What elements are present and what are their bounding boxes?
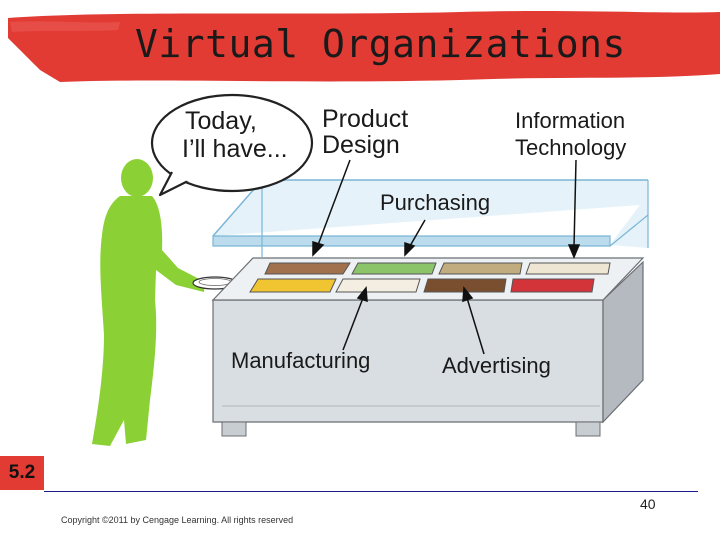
page-number: 40 <box>640 496 656 512</box>
label-advertising: Advertising <box>442 354 551 377</box>
speech-text-line-2: I’ll have... <box>182 136 288 162</box>
label-purchasing: Purchasing <box>380 191 490 214</box>
label-product-design-line-1: Product <box>322 106 408 132</box>
footer-divider <box>44 491 698 492</box>
label-manufacturing: Manufacturing <box>231 349 370 372</box>
label-product-design-line-2: Design <box>322 132 400 158</box>
figure-number-badge: 5.2 <box>0 456 44 490</box>
speech-text-line-1: Today, <box>185 108 257 134</box>
customer-figure <box>92 159 205 446</box>
copyright-notice: Copyright ©2011 by Cengage Learning. All… <box>61 515 293 525</box>
label-information-technology-line-2: Technology <box>515 136 626 159</box>
label-information-technology-line-1: Information <box>515 109 625 132</box>
slide-title: Virtual Organizations <box>135 22 626 66</box>
